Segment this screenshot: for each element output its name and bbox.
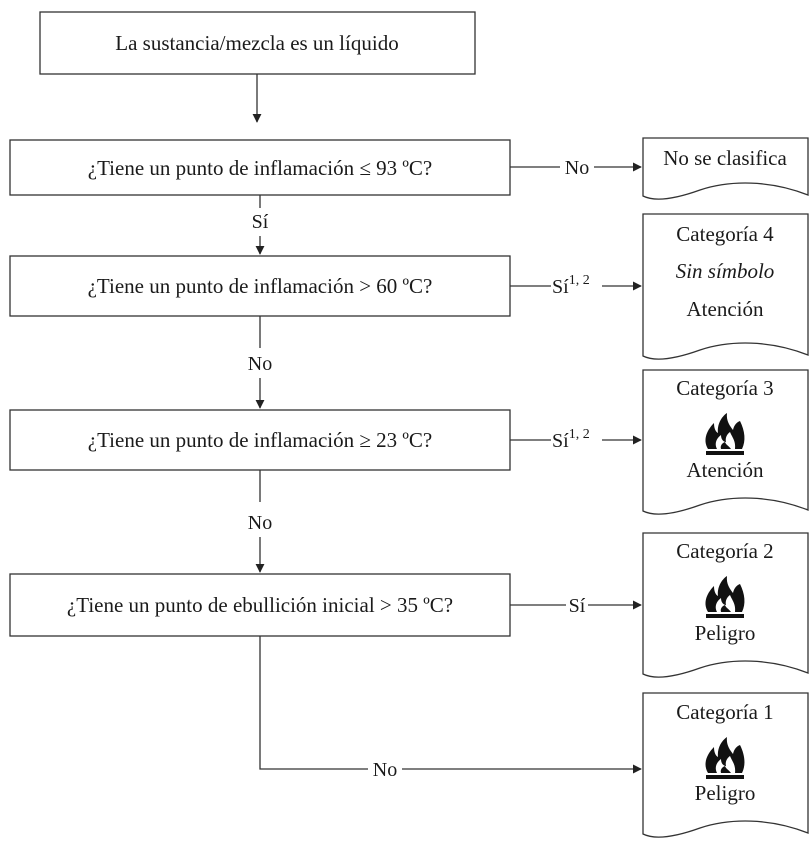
label-q2-no: No: [248, 353, 272, 375]
question-text-4: ¿Tiene un punto de ebullición inicial > …: [67, 593, 453, 617]
start-box: La sustancia/mezcla es un líquido: [39, 11, 476, 75]
result-cat2: Categoría 2 Peligro: [642, 532, 809, 678]
question-text-1: ¿Tiene un punto de inflamación ≤ 93 ºC?: [88, 156, 432, 180]
label-q4-no: No: [373, 759, 397, 781]
cat4-signal: Atención: [687, 297, 764, 321]
question-box-3: ¿Tiene un punto de inflamación ≥ 23 ºC?: [9, 409, 511, 471]
label-q3-si-text: Sí: [552, 430, 569, 452]
cat1-title: Categoría 1: [676, 700, 773, 724]
result-not-classified: No se clasifica: [642, 137, 809, 200]
question-box-4: ¿Tiene un punto de ebullición inicial > …: [9, 573, 511, 637]
start-text: La sustancia/mezcla es un líquido: [115, 31, 398, 55]
question-box-2: ¿Tiene un punto de inflamación > 60 ºC?: [9, 255, 511, 317]
cat2-title: Categoría 2: [676, 539, 773, 563]
footnote-q3: 1, 2: [569, 427, 590, 442]
cat4-symbol-text: Sin símbolo: [676, 259, 775, 283]
label-q1-si: Sí: [252, 211, 269, 233]
result-not-classified-text: No se clasifica: [663, 146, 787, 170]
label-q2-si-text: Sí: [552, 276, 569, 298]
label-q3-no: No: [248, 512, 272, 534]
label-q4-si: Sí: [569, 595, 586, 617]
cat2-signal: Peligro: [695, 621, 756, 645]
result-cat3: Categoría 3 Atención: [642, 369, 809, 515]
connector-q4-no-a: [259, 636, 368, 770]
question-box-1: ¿Tiene un punto de inflamación ≤ 93 ºC?: [9, 139, 511, 196]
question-text-2: ¿Tiene un punto de inflamación > 60 ºC?: [88, 274, 433, 298]
result-cat4: Categoría 4 Sin símbolo Atención: [642, 213, 809, 360]
cat4-title: Categoría 4: [676, 222, 774, 246]
label-q3-si: Sí1, 2: [552, 427, 590, 452]
label-q2-si: Sí1, 2: [552, 273, 590, 298]
cat3-title: Categoría 3: [676, 376, 773, 400]
label-q1-no: No: [565, 157, 589, 179]
cat1-signal: Peligro: [695, 781, 756, 805]
result-cat1: Categoría 1 Peligro: [642, 692, 809, 838]
footnote-q2: 1, 2: [569, 273, 590, 288]
cat3-signal: Atención: [687, 458, 764, 482]
question-text-3: ¿Tiene un punto de inflamación ≥ 23 ºC?: [88, 428, 432, 452]
